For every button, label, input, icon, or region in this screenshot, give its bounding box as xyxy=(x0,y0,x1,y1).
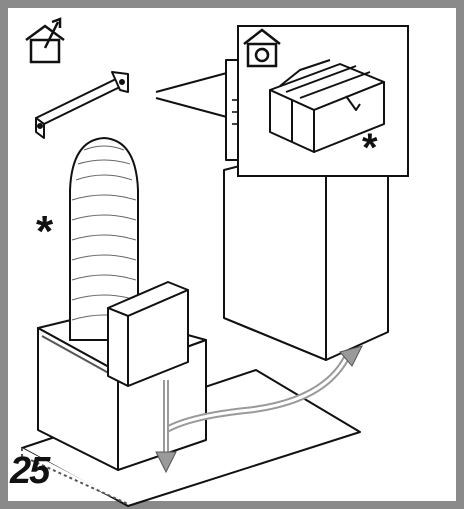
ducted-extraction-icon xyxy=(25,17,65,64)
flexible-duct xyxy=(69,136,139,341)
filter-unit xyxy=(269,59,385,153)
callout-line-bottom xyxy=(155,97,239,121)
cover-panel xyxy=(107,281,189,387)
inset-detail-box xyxy=(237,25,409,177)
step-number: 25 xyxy=(10,450,50,492)
callout-line-top xyxy=(155,69,239,93)
wall-bracket xyxy=(35,71,129,139)
movement-arrow xyxy=(155,345,363,474)
recirculation-filter-icon xyxy=(243,28,281,68)
asterisk-filter: * xyxy=(362,126,378,170)
asterisk-duct: * xyxy=(36,207,54,256)
